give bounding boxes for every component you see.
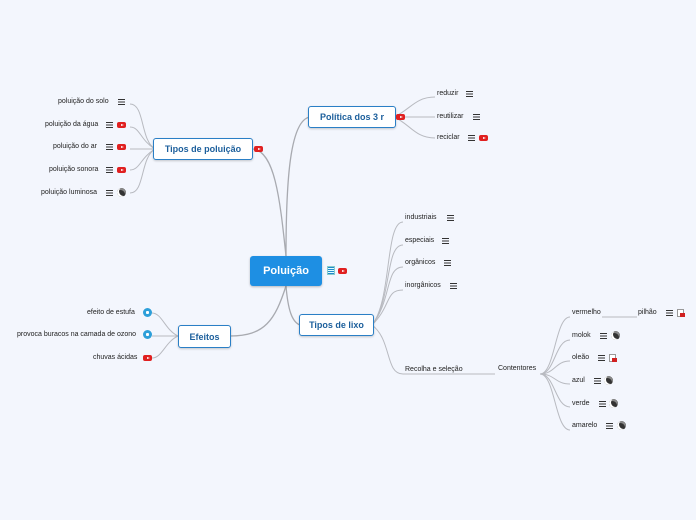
youtube-icon[interactable] <box>254 146 263 152</box>
leaf-amarelo[interactable]: amarelo <box>572 422 598 429</box>
leaf-azul[interactable]: azul <box>572 377 585 384</box>
notes-icon[interactable] <box>600 333 607 339</box>
globe-icon[interactable] <box>617 421 626 430</box>
youtube-icon[interactable] <box>143 355 152 361</box>
leaf-reciclar[interactable]: reciclar <box>437 134 460 141</box>
leaf-poluicao-sonora[interactable]: poluição sonora <box>49 166 99 173</box>
attachment-icon[interactable] <box>677 309 685 317</box>
leaf-buracos-ozono[interactable]: provoca buracos na camada de ozono <box>17 331 137 338</box>
topic-efeitos-label: Efeitos <box>189 331 220 342</box>
central-topic-label: Poluição <box>263 265 309 277</box>
notes-icon[interactable] <box>444 260 451 266</box>
leaf-poluicao-do-solo[interactable]: poluição do solo <box>58 98 109 105</box>
leaf-oleao[interactable]: oleão <box>572 354 590 361</box>
notes-icon[interactable] <box>442 238 449 244</box>
leaf-contentores[interactable]: Contentores <box>498 365 537 372</box>
leaf-reduzir[interactable]: reduzir <box>437 90 459 97</box>
leaf-pilhao[interactable]: pilhão <box>638 309 657 316</box>
notes-icon[interactable] <box>106 144 113 150</box>
notes-icon[interactable] <box>473 114 480 120</box>
leaf-molok[interactable]: molok <box>572 332 591 339</box>
notes-icon[interactable] <box>106 167 113 173</box>
topic-tipos-de-poluicao-label: Tipos de poluição <box>164 144 242 154</box>
topic-efeitos[interactable]: Efeitos <box>178 325 231 348</box>
notes-icon[interactable] <box>666 310 673 316</box>
youtube-icon[interactable] <box>338 268 347 274</box>
youtube-icon[interactable] <box>117 167 126 173</box>
youtube-icon[interactable] <box>117 122 126 128</box>
leaf-poluicao-luminosa[interactable]: poluição luminosa <box>41 189 98 196</box>
leaf-poluicao-do-ar[interactable]: poluição do ar <box>53 143 97 150</box>
info-icon[interactable] <box>143 330 152 339</box>
leaf-reutilizar[interactable]: reutilizar <box>437 113 464 120</box>
leaf-industriais[interactable]: industriais <box>405 214 437 221</box>
topic-tipos-de-lixo[interactable]: Tipos de lixo <box>299 314 374 336</box>
youtube-icon[interactable] <box>396 114 405 120</box>
topic-politica-3r-label: Política dos 3 r <box>319 112 385 122</box>
notes-icon[interactable] <box>447 215 454 221</box>
notes-icon[interactable] <box>468 135 475 141</box>
youtube-icon[interactable] <box>479 135 488 141</box>
globe-icon[interactable] <box>117 188 126 197</box>
notes-icon[interactable] <box>598 355 605 361</box>
topic-tipos-de-lixo-label: Tipos de lixo <box>309 320 364 330</box>
leaf-especiais[interactable]: especiais <box>405 237 435 244</box>
topic-politica-3r[interactable]: Política dos 3 r <box>308 106 396 128</box>
notes-icon[interactable] <box>594 378 601 384</box>
info-icon[interactable] <box>143 308 152 317</box>
leaf-organicos[interactable]: orgânicos <box>405 259 436 266</box>
leaf-verde[interactable]: verde <box>572 400 590 407</box>
notes-icon[interactable] <box>606 423 613 429</box>
leaf-vermelho[interactable]: vermelho <box>572 309 601 316</box>
notes-icon[interactable] <box>450 283 457 289</box>
notes-icon[interactable] <box>466 91 473 97</box>
globe-icon[interactable] <box>611 331 620 340</box>
leaf-poluicao-da-agua[interactable]: poluição da água <box>45 121 99 128</box>
central-topic[interactable]: Poluição <box>250 256 322 286</box>
leaf-chuvas-acidas[interactable]: chuvas ácidas <box>93 354 138 361</box>
document-icon[interactable] <box>327 266 335 275</box>
youtube-icon[interactable] <box>117 144 126 150</box>
attachment-icon[interactable] <box>609 354 617 362</box>
notes-icon[interactable] <box>118 99 125 105</box>
globe-icon[interactable] <box>609 399 618 408</box>
notes-icon[interactable] <box>599 401 606 407</box>
topic-tipos-de-poluicao[interactable]: Tipos de poluição <box>153 138 253 160</box>
globe-icon[interactable] <box>604 376 613 385</box>
leaf-inorganicos[interactable]: inorgânicos <box>405 282 441 289</box>
leaf-efeito-de-estufa[interactable]: efeito de estufa <box>87 309 135 316</box>
notes-icon[interactable] <box>106 190 113 196</box>
leaf-recolha-e-selecao[interactable]: Recolha e seleção <box>405 366 463 373</box>
notes-icon[interactable] <box>106 122 113 128</box>
